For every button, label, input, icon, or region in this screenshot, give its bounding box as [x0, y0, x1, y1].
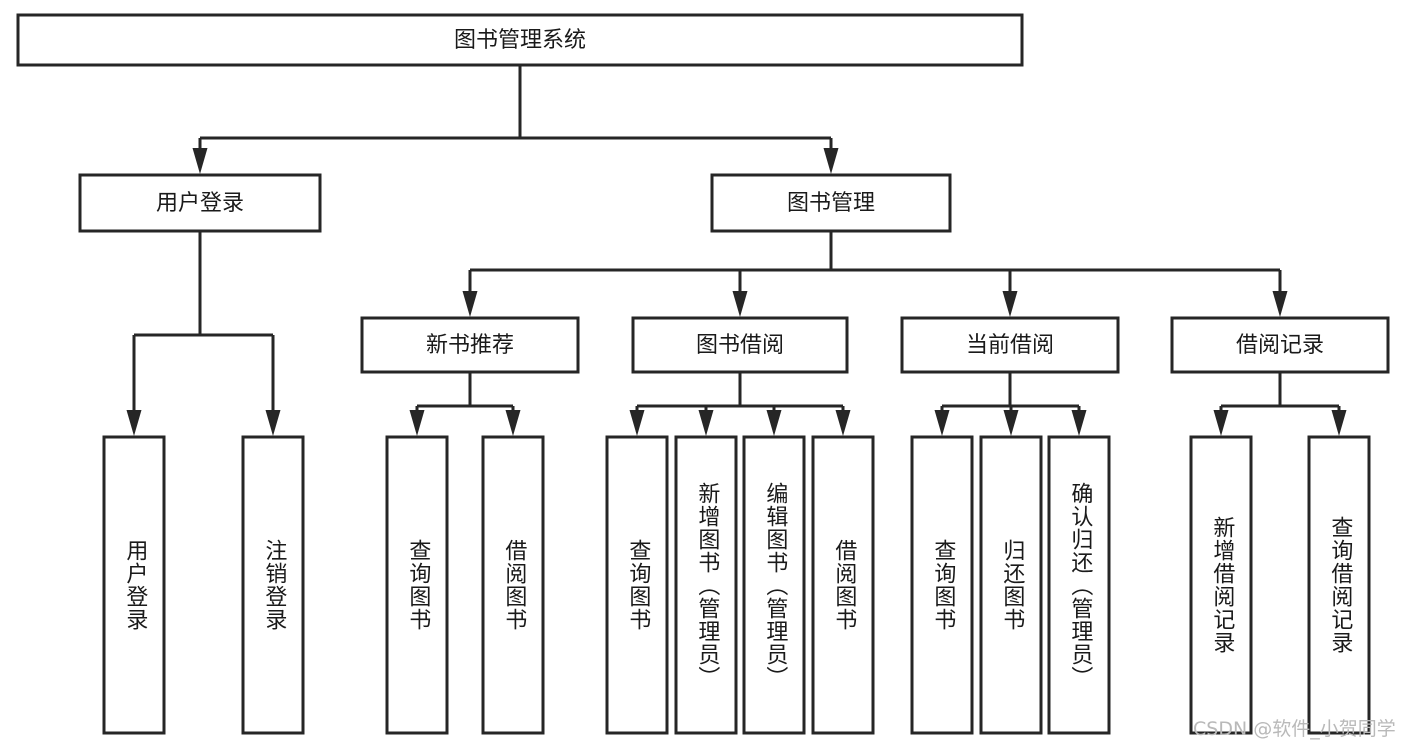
node-box-leaf-confirm-return[interactable]	[1047, 435, 1111, 735]
node-label-root: 图书管理系统	[454, 28, 586, 53]
node-box-leaf-return-book[interactable]	[979, 435, 1043, 735]
node-boxes-layer	[16, 13, 1390, 735]
connector-user-login	[126, 231, 281, 436]
node-box-leaf-query-book-2[interactable]	[605, 435, 669, 735]
node-box-leaf-user-logout[interactable]	[241, 435, 305, 735]
node-box-user-login[interactable]	[78, 173, 322, 233]
node-box-current-borrow[interactable]	[900, 316, 1120, 374]
csdn-watermark: CSDN @软件_小贺同学	[1193, 718, 1396, 740]
node-label-book-borrow: 图书借阅	[696, 333, 784, 358]
connector-book-management	[462, 231, 1288, 317]
node-box-leaf-edit-book[interactable]	[742, 435, 806, 735]
node-box-leaf-add-record[interactable]	[1189, 435, 1253, 735]
node-box-book-borrow[interactable]	[631, 316, 849, 374]
node-label-book-management: 图书管理	[787, 191, 875, 216]
node-box-leaf-add-book[interactable]	[674, 435, 738, 735]
connector-current-borrow	[934, 372, 1087, 436]
node-label-user-login: 用户登录	[156, 191, 244, 216]
node-box-leaf-borrow-book-1[interactable]	[481, 435, 545, 735]
node-box-leaf-query-record[interactable]	[1307, 435, 1371, 735]
node-label-borrow-record: 借阅记录	[1236, 333, 1324, 358]
node-box-new-book-recommend[interactable]	[360, 316, 580, 374]
node-label-new-book-recommend: 新书推荐	[426, 333, 514, 358]
node-box-root[interactable]	[16, 13, 1024, 67]
connector-borrow-record	[1213, 372, 1347, 436]
node-box-leaf-user-login[interactable]	[102, 435, 166, 735]
connector-book-borrow	[629, 372, 851, 436]
node-box-leaf-query-book-3[interactable]	[910, 435, 974, 735]
connector-new-book-recommend	[409, 372, 521, 436]
node-box-leaf-query-book-1[interactable]	[385, 435, 449, 735]
node-box-leaf-borrow-book-2[interactable]	[811, 435, 875, 735]
connector-root	[192, 65, 839, 174]
node-box-book-management[interactable]	[710, 173, 952, 233]
node-box-borrow-record[interactable]	[1170, 316, 1390, 374]
connectors-layer	[126, 65, 1347, 436]
node-label-current-borrow: 当前借阅	[966, 333, 1054, 358]
